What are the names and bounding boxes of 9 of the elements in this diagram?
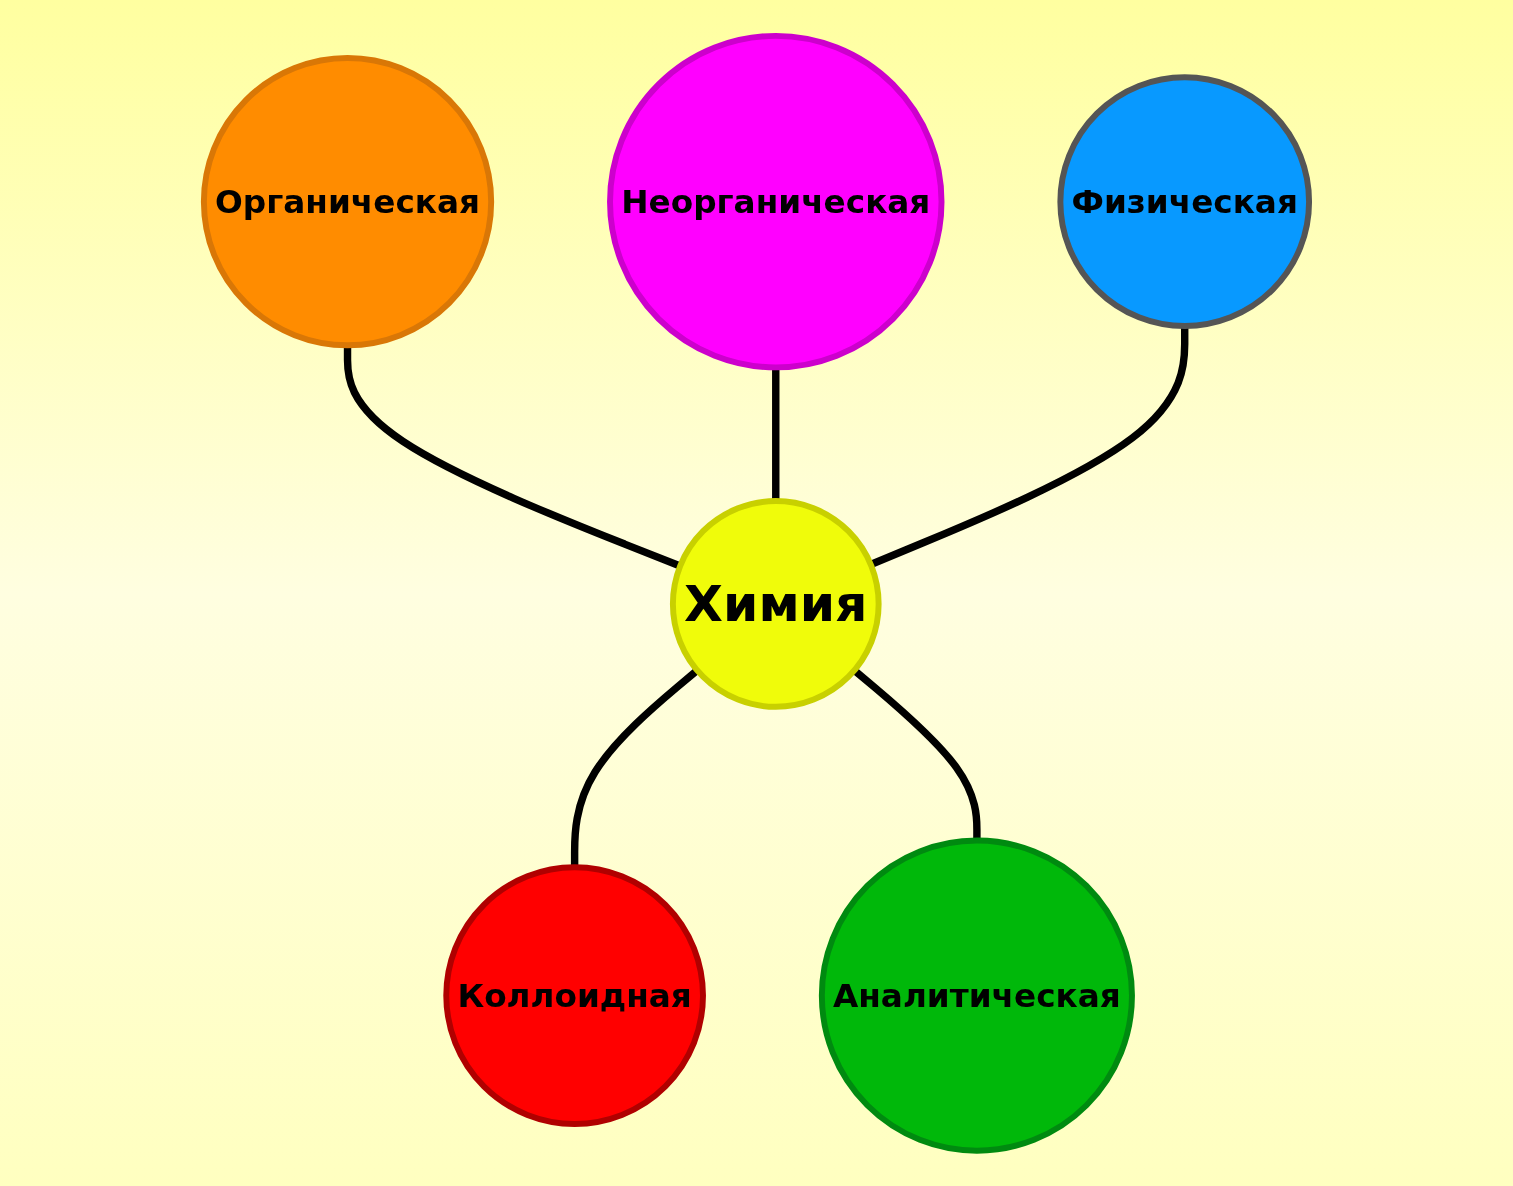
- connector: [852, 667, 981, 841]
- node-circle: Коллоидная: [443, 864, 706, 1127]
- node-circle: Органическая: [200, 54, 495, 348]
- connector: [772, 367, 780, 501]
- connector: [570, 667, 700, 867]
- node-circle: Аналитическая: [818, 837, 1135, 1154]
- node-circle: Химия: [669, 497, 882, 710]
- node-circle: Неорганическая: [607, 32, 945, 371]
- node-circle: Физическая: [1057, 74, 1313, 329]
